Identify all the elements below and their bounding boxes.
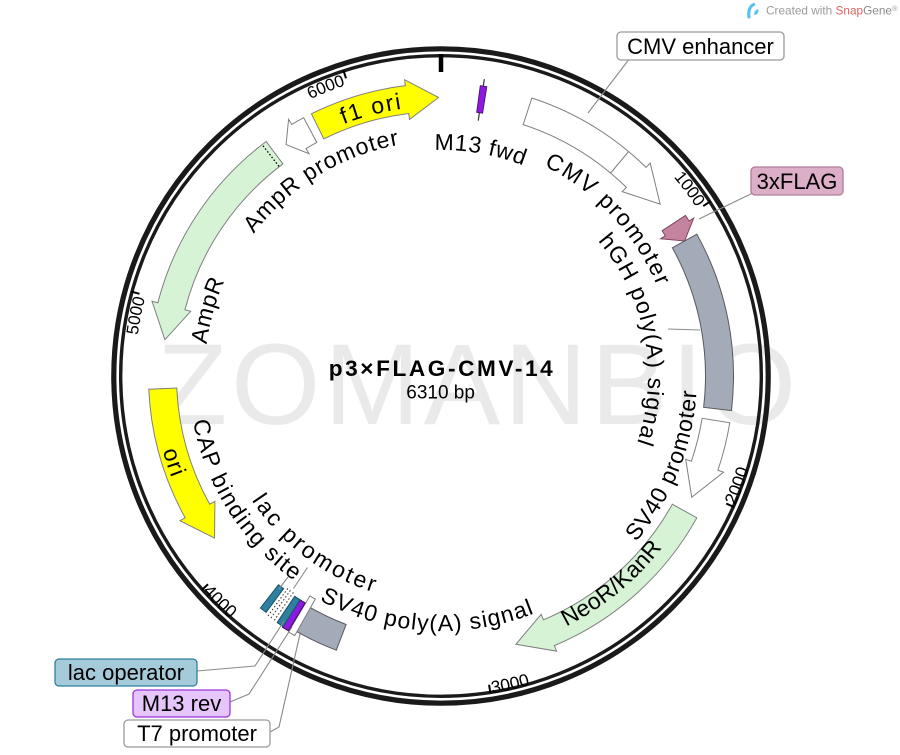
svg-text:3xFLAG: 3xFLAG <box>757 169 838 194</box>
svg-text:ZOMANBIO: ZOMANBIO <box>157 321 800 449</box>
svg-text:CMV enhancer: CMV enhancer <box>627 34 774 59</box>
svg-text:lac operator: lac operator <box>68 660 184 685</box>
svg-text:p3×FLAG-CMV-14: p3×FLAG-CMV-14 <box>329 356 556 381</box>
svg-text:T7 promoter: T7 promoter <box>137 721 257 746</box>
svg-text:Created with SnapGene®: Created with SnapGene® <box>766 4 898 18</box>
svg-text:M13 rev: M13 rev <box>142 691 221 716</box>
svg-text:6310 bp: 6310 bp <box>406 383 475 404</box>
